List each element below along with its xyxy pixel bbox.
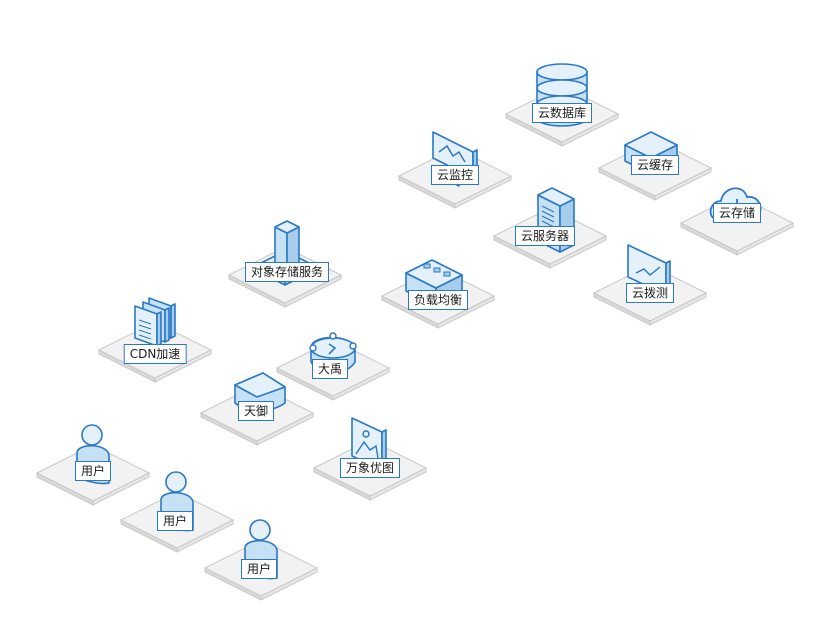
cloud-dial-test-label: 云拨测 — [625, 283, 675, 303]
dayu-label: 大禹 — [311, 359, 349, 379]
cloud-storage-label: 云存储 — [712, 203, 762, 223]
cdn-accel-node — [97, 297, 213, 383]
load-balancer-node — [380, 259, 496, 329]
cdn-accel-label: CDN加速 — [123, 344, 187, 364]
cloud-monitor-label: 云监控 — [430, 165, 480, 185]
cloud-server-label: 云服务器 — [514, 226, 576, 246]
cloud-storage-platform — [679, 194, 795, 256]
tianyu-label: 天御 — [237, 401, 275, 421]
cloud-database-label: 云数据库 — [531, 103, 593, 123]
wanxiang-label: 万象优图 — [339, 458, 401, 478]
user-1-label: 用户 — [74, 461, 112, 481]
load-balancer-label: 负载均衡 — [407, 290, 469, 310]
cdn-files-icon — [134, 297, 176, 347]
user-3-label: 用户 — [240, 559, 278, 579]
user-2-node — [119, 471, 235, 553]
user-2-platform — [119, 491, 235, 553]
cloud-cache-label: 云缓存 — [630, 155, 680, 175]
user-2-label: 用户 — [156, 511, 194, 531]
object-storage-label: 对象存储服务 — [244, 262, 330, 282]
